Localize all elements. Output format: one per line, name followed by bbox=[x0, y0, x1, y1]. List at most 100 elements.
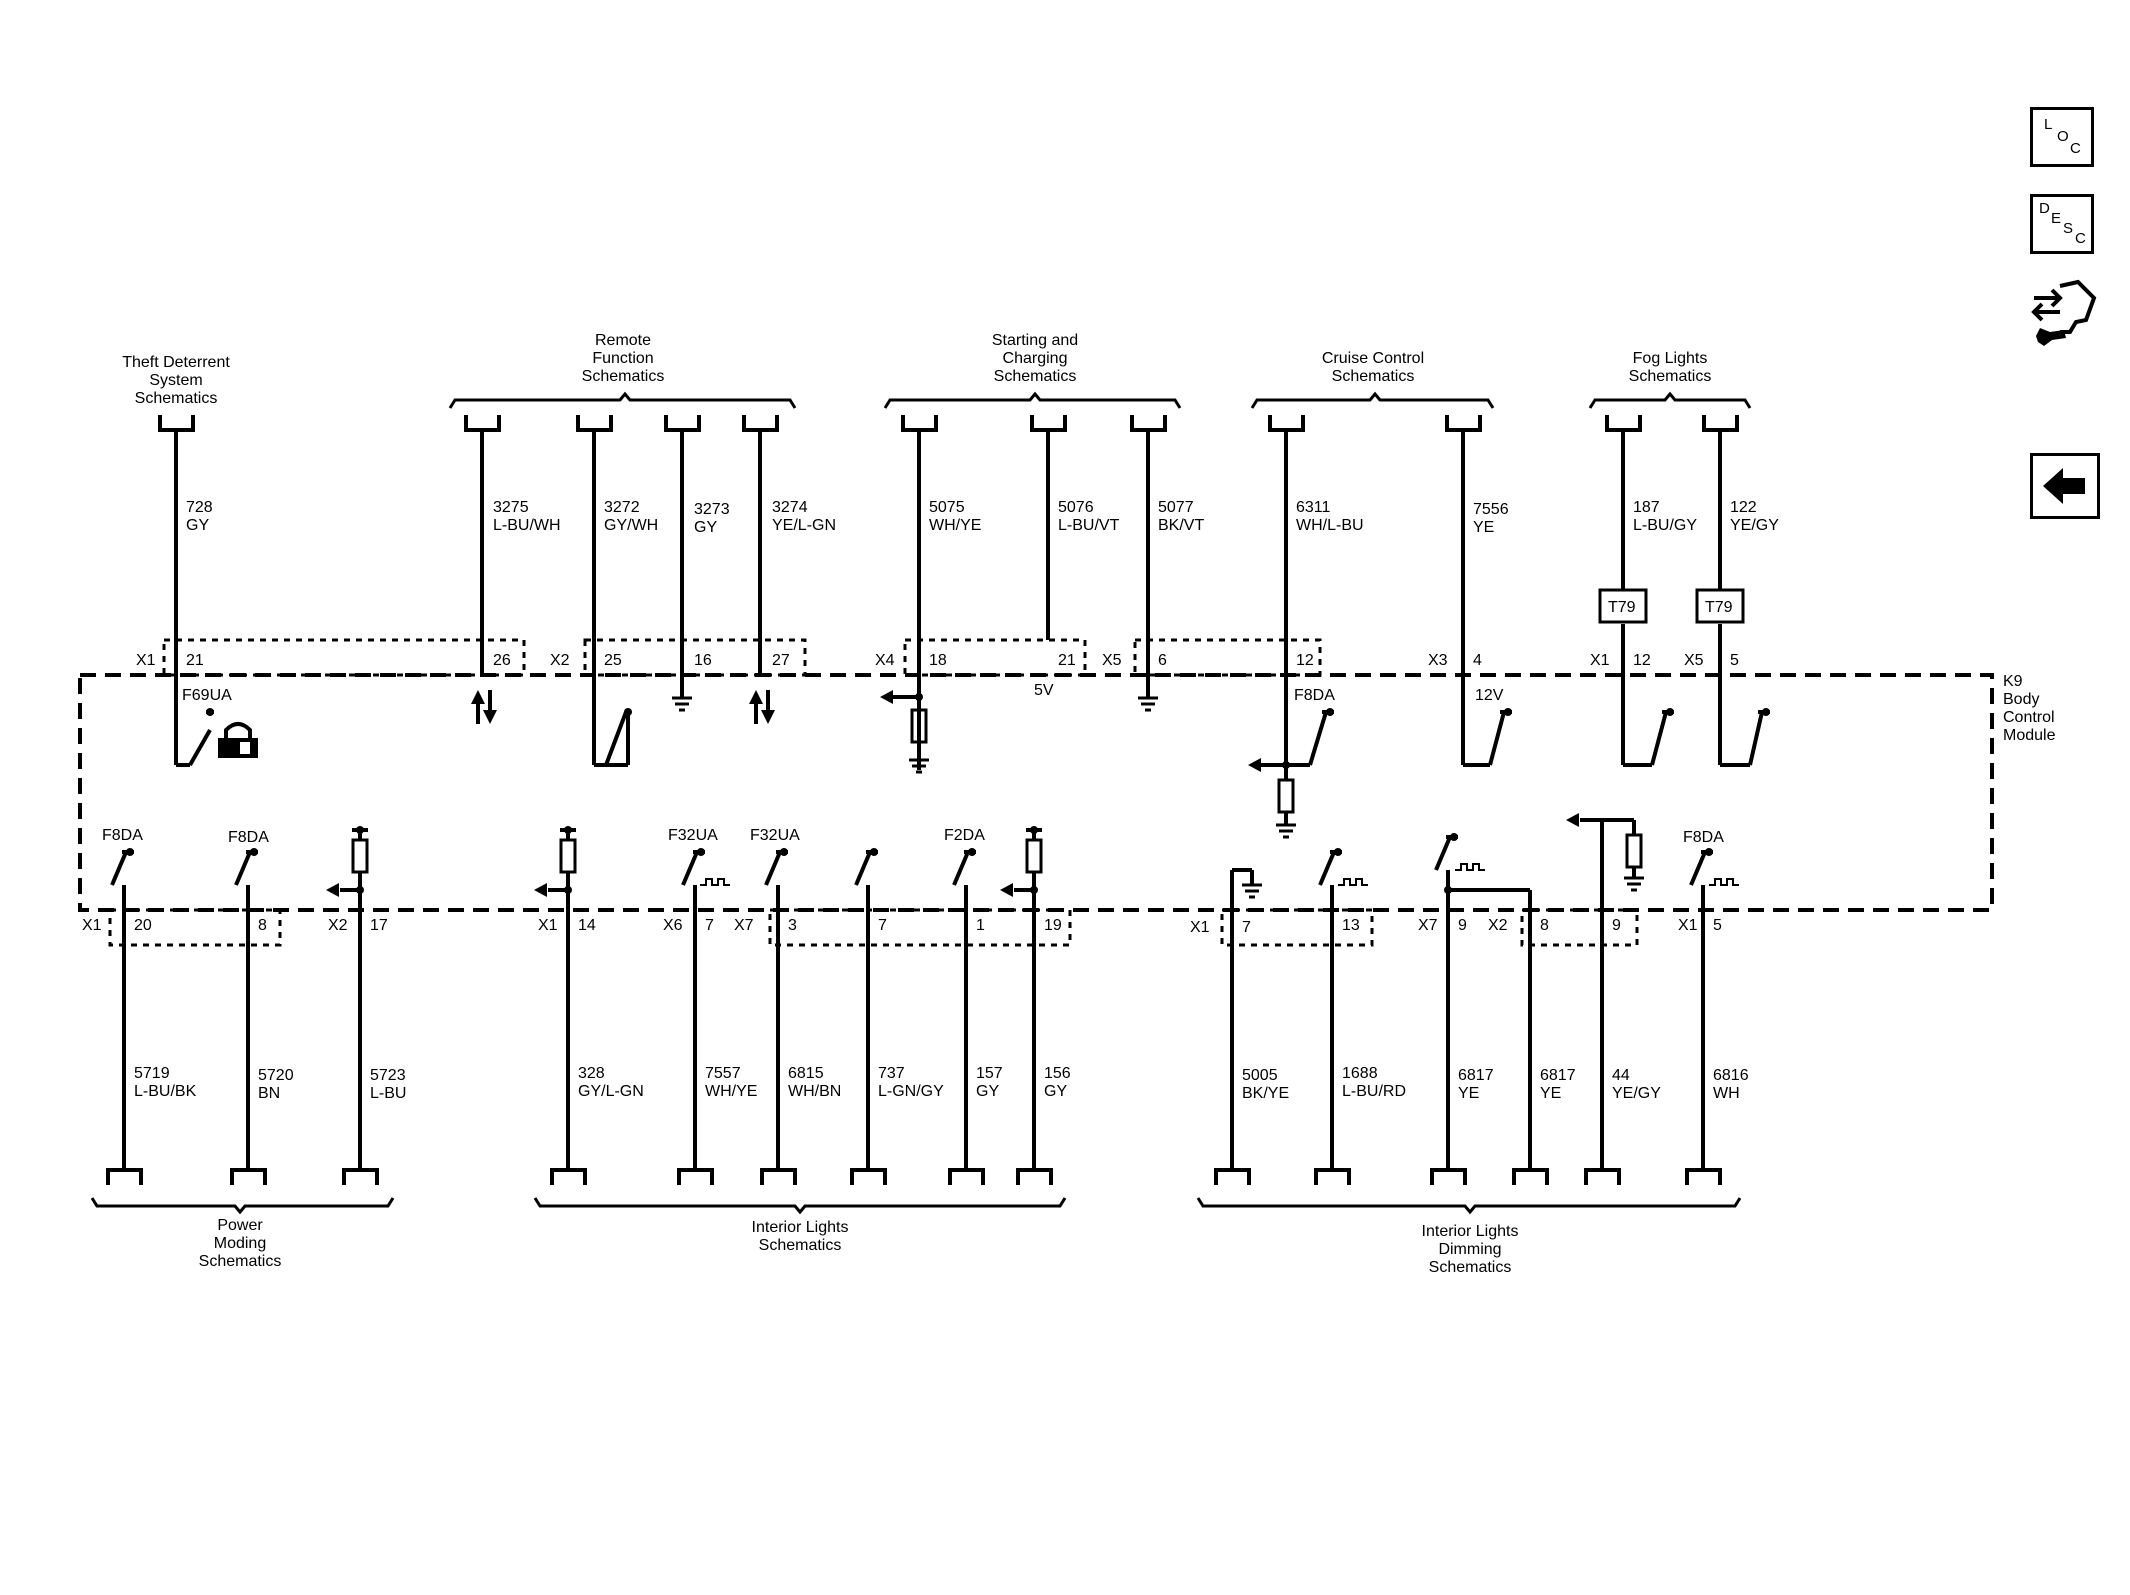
fuses-f69ua: F69UA bbox=[182, 687, 232, 704]
bottom_wires-10-circuit: 1688 bbox=[1342, 1065, 1378, 1082]
bottom_wires-2-pin: 17 bbox=[370, 917, 388, 934]
bottom_groups-0-lines-1: Moding bbox=[214, 1235, 266, 1252]
bottom_wires-12-color: YE bbox=[1540, 1085, 1561, 1102]
top_wires-5-pin: 18 bbox=[929, 652, 947, 669]
top_wires-6-pin: 21 bbox=[1058, 652, 1076, 669]
top-wire-6311 bbox=[1268, 415, 1310, 780]
bottom_wires-11-circuit: 6817 bbox=[1458, 1067, 1494, 1084]
top_wires-0-circuit: 728 bbox=[186, 499, 213, 516]
top-wire-5077 bbox=[1130, 415, 1167, 698]
bottom_connectors-5: X1 bbox=[1190, 919, 1210, 936]
top_wires-7-color: BK/VT bbox=[1158, 517, 1204, 534]
connector-wrench-icon bbox=[2031, 279, 2097, 346]
top_wires-8-circuit: 6311 bbox=[1296, 499, 1331, 516]
top_wires-4-color: YE/L-GN bbox=[772, 517, 836, 534]
bottom_wires-7-pin: 1 bbox=[976, 917, 985, 934]
desc-letter: D bbox=[2039, 200, 2050, 217]
bottom_wires-13-color: YE/GY bbox=[1612, 1085, 1661, 1102]
bottom-wire-5719 bbox=[106, 885, 143, 1185]
bottom-wire-1688 bbox=[1314, 885, 1351, 1185]
top-wire-728 bbox=[158, 415, 195, 767]
top-wire-3274 bbox=[742, 415, 779, 675]
desc-letter: C bbox=[2075, 230, 2086, 247]
fuses-f8da_b2: F8DA bbox=[228, 829, 269, 846]
top_wires-8-pin: 12 bbox=[1296, 652, 1314, 669]
bottom_wires-12-circuit: 6817 bbox=[1540, 1067, 1576, 1084]
bottom_wires-1-circuit: 5720 bbox=[258, 1067, 294, 1084]
bottom_connectors-8: X1 bbox=[1678, 917, 1698, 934]
bottom_connectors-3: X6 bbox=[663, 917, 683, 934]
top-wire-122 bbox=[1702, 415, 1750, 767]
bottom_wires-5-circuit: 6815 bbox=[788, 1065, 824, 1082]
fuses-f8da_b1: F8DA bbox=[102, 827, 143, 844]
top_groups-1-lines-1: Function bbox=[592, 350, 653, 367]
bottom_wires-5-pin: 3 bbox=[788, 917, 797, 934]
bottom_wires-6-color: L-GN/GY bbox=[878, 1083, 944, 1100]
top_groups-2-lines-2: Schematics bbox=[994, 368, 1077, 385]
top_wires-7-pin: 6 bbox=[1158, 652, 1167, 669]
top_wires-4-circuit: 3274 bbox=[772, 499, 808, 516]
bottom_groups-1-lines-1: Schematics bbox=[759, 1237, 842, 1254]
bottom_wires-9-pin: 7 bbox=[1242, 919, 1251, 936]
back-button[interactable] bbox=[2030, 453, 2100, 519]
bottom_wires-5-color: WH/BN bbox=[788, 1083, 841, 1100]
loc-button[interactable]: L O C bbox=[2030, 107, 2094, 167]
top_groups-2-lines-1: Charging bbox=[1003, 350, 1068, 367]
fuses-f8da_top: F8DA bbox=[1294, 687, 1335, 704]
loc-letter: C bbox=[2070, 140, 2081, 157]
top_wires-1-color: L-BU/WH bbox=[493, 517, 561, 534]
bottom_wires-9-color: BK/YE bbox=[1242, 1085, 1289, 1102]
bottom_groups-2-lines-0: Interior Lights bbox=[1422, 1223, 1519, 1240]
connector-wrench-icon[interactable] bbox=[2030, 276, 2100, 352]
top_connectors-0: X1 bbox=[136, 652, 156, 669]
bottom_wires-1-color: BN bbox=[258, 1085, 280, 1102]
top-wire-5075 bbox=[901, 415, 938, 770]
top_groups-1-lines-2: Schematics bbox=[582, 368, 665, 385]
top_connectors-4: X3 bbox=[1428, 652, 1448, 669]
inline-0: T79 bbox=[1608, 599, 1636, 616]
top_wires-5-color: WH/YE bbox=[929, 517, 981, 534]
top_groups-3-lines-0: Cruise Control bbox=[1322, 350, 1424, 367]
top_wires-3-circuit: 3273 bbox=[694, 501, 730, 518]
bottom_groups-2-lines-1: Dimming bbox=[1438, 1241, 1501, 1258]
bottom-wire-6817b bbox=[1512, 890, 1549, 1185]
top-wire-5076 bbox=[1030, 415, 1067, 640]
bottom-wire-157 bbox=[948, 885, 985, 1185]
top_groups-1-lines-0: Remote bbox=[595, 332, 651, 349]
top_wires-3-pin: 16 bbox=[694, 652, 712, 669]
bottom_connectors-6: X7 bbox=[1418, 917, 1438, 934]
top_wires-2-circuit: 3272 bbox=[604, 499, 640, 516]
top_groups-0-lines-1: System bbox=[149, 372, 202, 389]
top_groups-0-lines-2: Schematics bbox=[135, 390, 218, 407]
group-theft-l1: Theft Deterrent bbox=[122, 354, 230, 371]
bottom-wire-156 bbox=[1016, 885, 1053, 1185]
top_wires-4-pin: 27 bbox=[772, 652, 790, 669]
bottom_wires-14-circuit: 6816 bbox=[1713, 1067, 1749, 1084]
bottom_groups-1-lines-0: Interior Lights bbox=[752, 1219, 849, 1236]
desc-button[interactable]: D E S C bbox=[2030, 194, 2094, 254]
bottom_wires-4-circuit: 7557 bbox=[705, 1065, 741, 1082]
top_wires-1-pin: 26 bbox=[493, 652, 511, 669]
fuses-f8da_b3: F8DA bbox=[1683, 829, 1724, 846]
top_wires-0-color: GY bbox=[186, 517, 209, 534]
bottom_wires-13-circuit: 44 bbox=[1612, 1067, 1630, 1084]
top_wires-11-pin: 5 bbox=[1730, 652, 1739, 669]
bottom-wire-7557 bbox=[677, 885, 714, 1185]
top_connectors-1: X2 bbox=[550, 652, 570, 669]
module-lines-2: Module bbox=[2003, 727, 2056, 744]
top-wire-3275 bbox=[464, 415, 501, 675]
top_wires-6-circuit: 5076 bbox=[1058, 499, 1094, 516]
bottom_wires-8-color: GY bbox=[1044, 1083, 1067, 1100]
bottom_wires-12-pin: 8 bbox=[1540, 917, 1549, 934]
inline-1: T79 bbox=[1705, 599, 1733, 616]
bottom-wire-44 bbox=[1584, 820, 1621, 1185]
bottom_wires-3-pin: 14 bbox=[578, 917, 596, 934]
bottom_wires-7-color: GY bbox=[976, 1083, 999, 1100]
top_wires-2-color: GY/WH bbox=[604, 517, 658, 534]
bottom_wires-14-pin: 5 bbox=[1713, 917, 1722, 934]
bottom_connectors-7: X2 bbox=[1488, 917, 1508, 934]
fuses-f32ua_1: F32UA bbox=[668, 827, 718, 844]
bottom-wire-5723 bbox=[342, 885, 379, 1185]
bottom_wires-3-circuit: 328 bbox=[578, 1065, 605, 1082]
top_wires-11-color: YE/GY bbox=[1730, 517, 1779, 534]
